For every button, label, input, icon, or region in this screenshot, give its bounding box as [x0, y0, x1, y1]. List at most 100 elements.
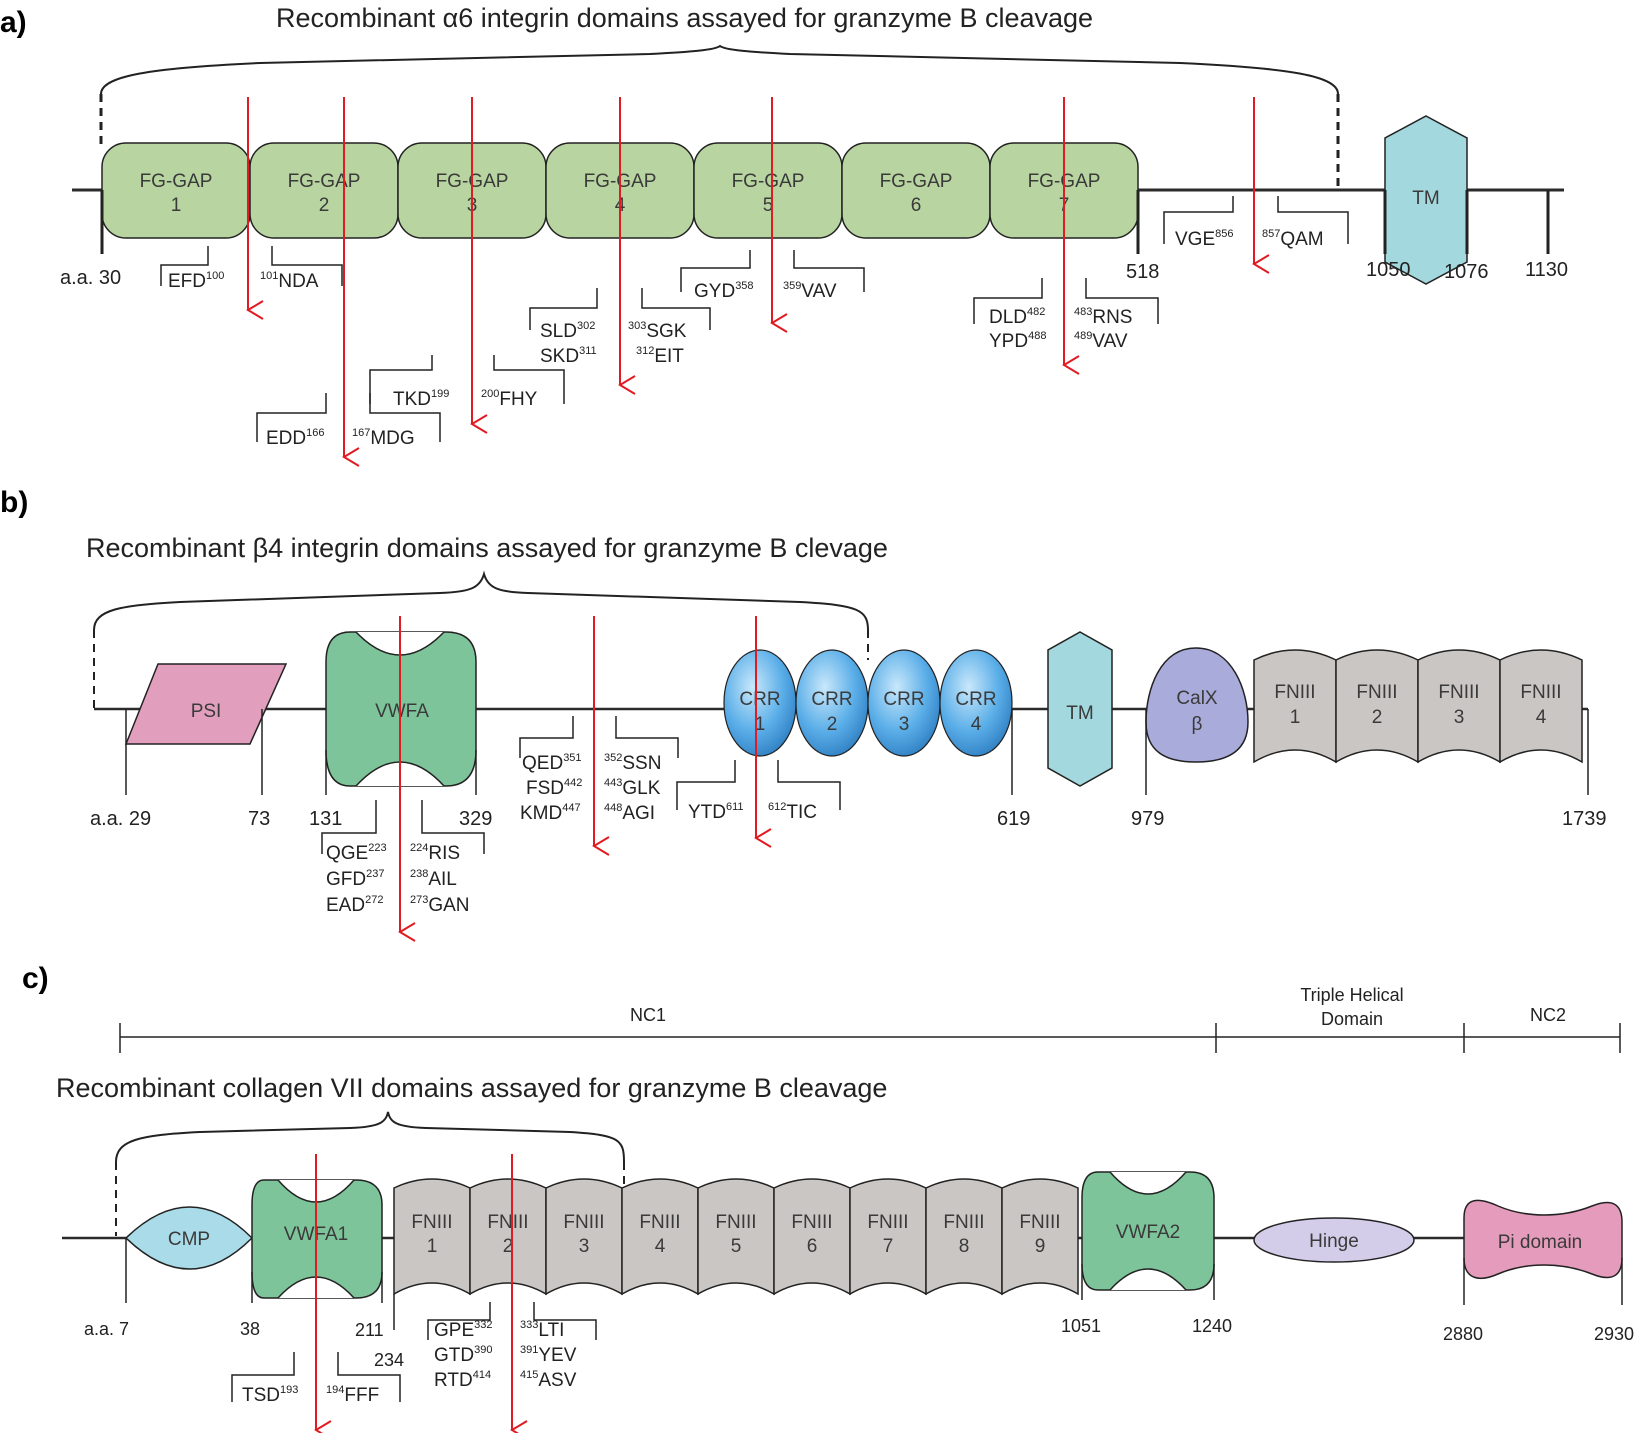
fniii-b-3-label: FNIII [1438, 682, 1479, 703]
site-right: 489VAV [1074, 330, 1128, 352]
site-right: 200FHY [481, 388, 538, 410]
site-right: 483RNS [1074, 306, 1132, 328]
site-left: EFD100 [168, 270, 224, 292]
site-left: EAD272 [326, 894, 383, 916]
site-right: 443GLK [604, 777, 661, 799]
panel-b-brace [93, 570, 869, 631]
position-label: 1051 [1061, 1316, 1101, 1336]
calx-label: CalX [1176, 688, 1218, 709]
site-right: 333LTI [520, 1319, 564, 1341]
site-left: TSD193 [242, 1384, 298, 1406]
fniii-domains-c: FNIII 1 FNIII 2 FNIII 3 FNIII 4 FNIII 5 … [393, 1178, 1079, 1296]
fniii-b-4-label: FNIII [1520, 682, 1561, 703]
fniii-b-2-label: FNIII [1356, 682, 1397, 703]
crr-2-number: 2 [827, 714, 838, 735]
fg-gap-5-number: 5 [763, 195, 774, 216]
fniii-b-3-number: 3 [1454, 707, 1465, 728]
vwfa2-label: VWFA2 [1116, 1222, 1180, 1243]
panel-a-brace [100, 44, 1339, 95]
site-left: DLD482 [989, 306, 1045, 328]
position-label: 2930 [1594, 1324, 1634, 1344]
fniii-c-1-label: FNIII [411, 1212, 452, 1233]
site-right: 194FFF [326, 1384, 379, 1406]
site-right: 612TIC [768, 801, 817, 823]
position-label: 1076 [1444, 261, 1489, 283]
panel-c: c) NC1 Triple Helical Domain NC2 Recombi… [22, 962, 1634, 1433]
site-right: 273GAN [410, 894, 470, 916]
panel-b-label: b) [0, 486, 28, 519]
cleavage-sites-a: EFD100 101NDA EDD166 167MDG TKD199 200FH… [168, 228, 1324, 449]
fniii-c-6-label: FNIII [791, 1212, 832, 1233]
site-left: GPE332 [434, 1319, 492, 1341]
fniii-c-2-label: FNIII [487, 1212, 528, 1233]
region-triple-helical: Triple Helical [1300, 985, 1403, 1005]
position-label: 329 [459, 808, 492, 830]
region-ruler [119, 1023, 1621, 1053]
site-right: 448AGI [604, 802, 655, 824]
crr-1-number: 1 [755, 714, 766, 735]
position-label: a.a. 29 [90, 808, 151, 830]
site-left: GYD358 [694, 280, 754, 302]
panel-b: b) Recombinant β4 integrin domains assay… [0, 486, 1607, 942]
site-left: SLD302 [540, 320, 595, 342]
fniii-c-2-number: 2 [503, 1236, 514, 1257]
fniii-b-2-number: 2 [1372, 707, 1383, 728]
panel-a-title: Recombinant α6 integrin domains assayed … [276, 3, 1093, 33]
fg-gap-1-number: 1 [171, 195, 182, 216]
fniii-c-5-number: 5 [731, 1236, 742, 1257]
site-left: EDD166 [266, 427, 324, 449]
position-label: a.a. 30 [60, 267, 121, 289]
fniii-c-3-label: FNIII [563, 1212, 604, 1233]
panel-c-brace [115, 1111, 625, 1163]
fniii-c-7-label: FNIII [867, 1212, 908, 1233]
psi-label: PSI [191, 701, 222, 722]
site-left: KMD447 [520, 802, 581, 824]
fniii-domains-b: FNIII 1 FNIII 2 FNIII 3 FNIII 4 [1253, 649, 1583, 764]
position-label: 38 [240, 1319, 260, 1339]
site-left: YPD488 [989, 330, 1046, 352]
fniii-c-8-number: 8 [959, 1236, 970, 1257]
fniii-c-4-label: FNIII [639, 1212, 680, 1233]
site-right: 303SGK [628, 320, 687, 342]
site-right: 238AIL [410, 868, 457, 890]
site-right: 101NDA [260, 270, 319, 292]
site-left: QED351 [522, 752, 582, 774]
panel-c-title: Recombinant collagen VII domains assayed… [56, 1073, 887, 1103]
crr-4-number: 4 [971, 714, 982, 735]
region-triple-helical-domain: Domain [1321, 1009, 1383, 1029]
crr-4 [939, 649, 1013, 757]
crr-4-label: CRR [955, 689, 996, 710]
fniii-b-4 [1499, 649, 1583, 764]
panel-b-title: Recombinant β4 integrin domains assayed … [86, 533, 888, 563]
site-left: GFD237 [326, 868, 384, 890]
panel-c-label: c) [22, 962, 49, 995]
fniii-c-7-number: 7 [883, 1236, 894, 1257]
site-left: TKD199 [393, 388, 449, 410]
fniii-b-1-label: FNIII [1274, 682, 1315, 703]
site-left: FSD442 [526, 777, 582, 799]
hinge-label: Hinge [1309, 1231, 1359, 1252]
tm-domain-b [1047, 631, 1113, 787]
fniii-c-6-number: 6 [807, 1236, 818, 1257]
site-right: 857QAM [1262, 228, 1324, 250]
region-nc1: NC1 [630, 1005, 666, 1025]
fniii-b-1 [1253, 649, 1337, 764]
position-label: 131 [309, 808, 342, 830]
site-right: 391YEV [520, 1344, 577, 1366]
site-left: QGE223 [326, 842, 387, 864]
fniii-c-8-label: FNIII [943, 1212, 984, 1233]
site-left: SKD311 [540, 345, 597, 367]
fg-gap-6-label: FG-GAP [880, 171, 953, 192]
cmp-label: CMP [168, 1229, 210, 1250]
position-label: 1050 [1366, 259, 1411, 281]
fniii-b-2 [1335, 649, 1419, 764]
position-label: a.a. 7 [84, 1319, 129, 1339]
position-label: 518 [1126, 261, 1159, 283]
position-label: 73 [248, 808, 270, 830]
fniii-b-3 [1417, 649, 1501, 764]
site-right: 359VAV [783, 280, 837, 302]
vwfa2-domain [1081, 1171, 1215, 1291]
tm-label-b: TM [1066, 703, 1093, 724]
fniii-b-4-number: 4 [1536, 707, 1547, 728]
cleavage-arrows-c [314, 1154, 528, 1433]
